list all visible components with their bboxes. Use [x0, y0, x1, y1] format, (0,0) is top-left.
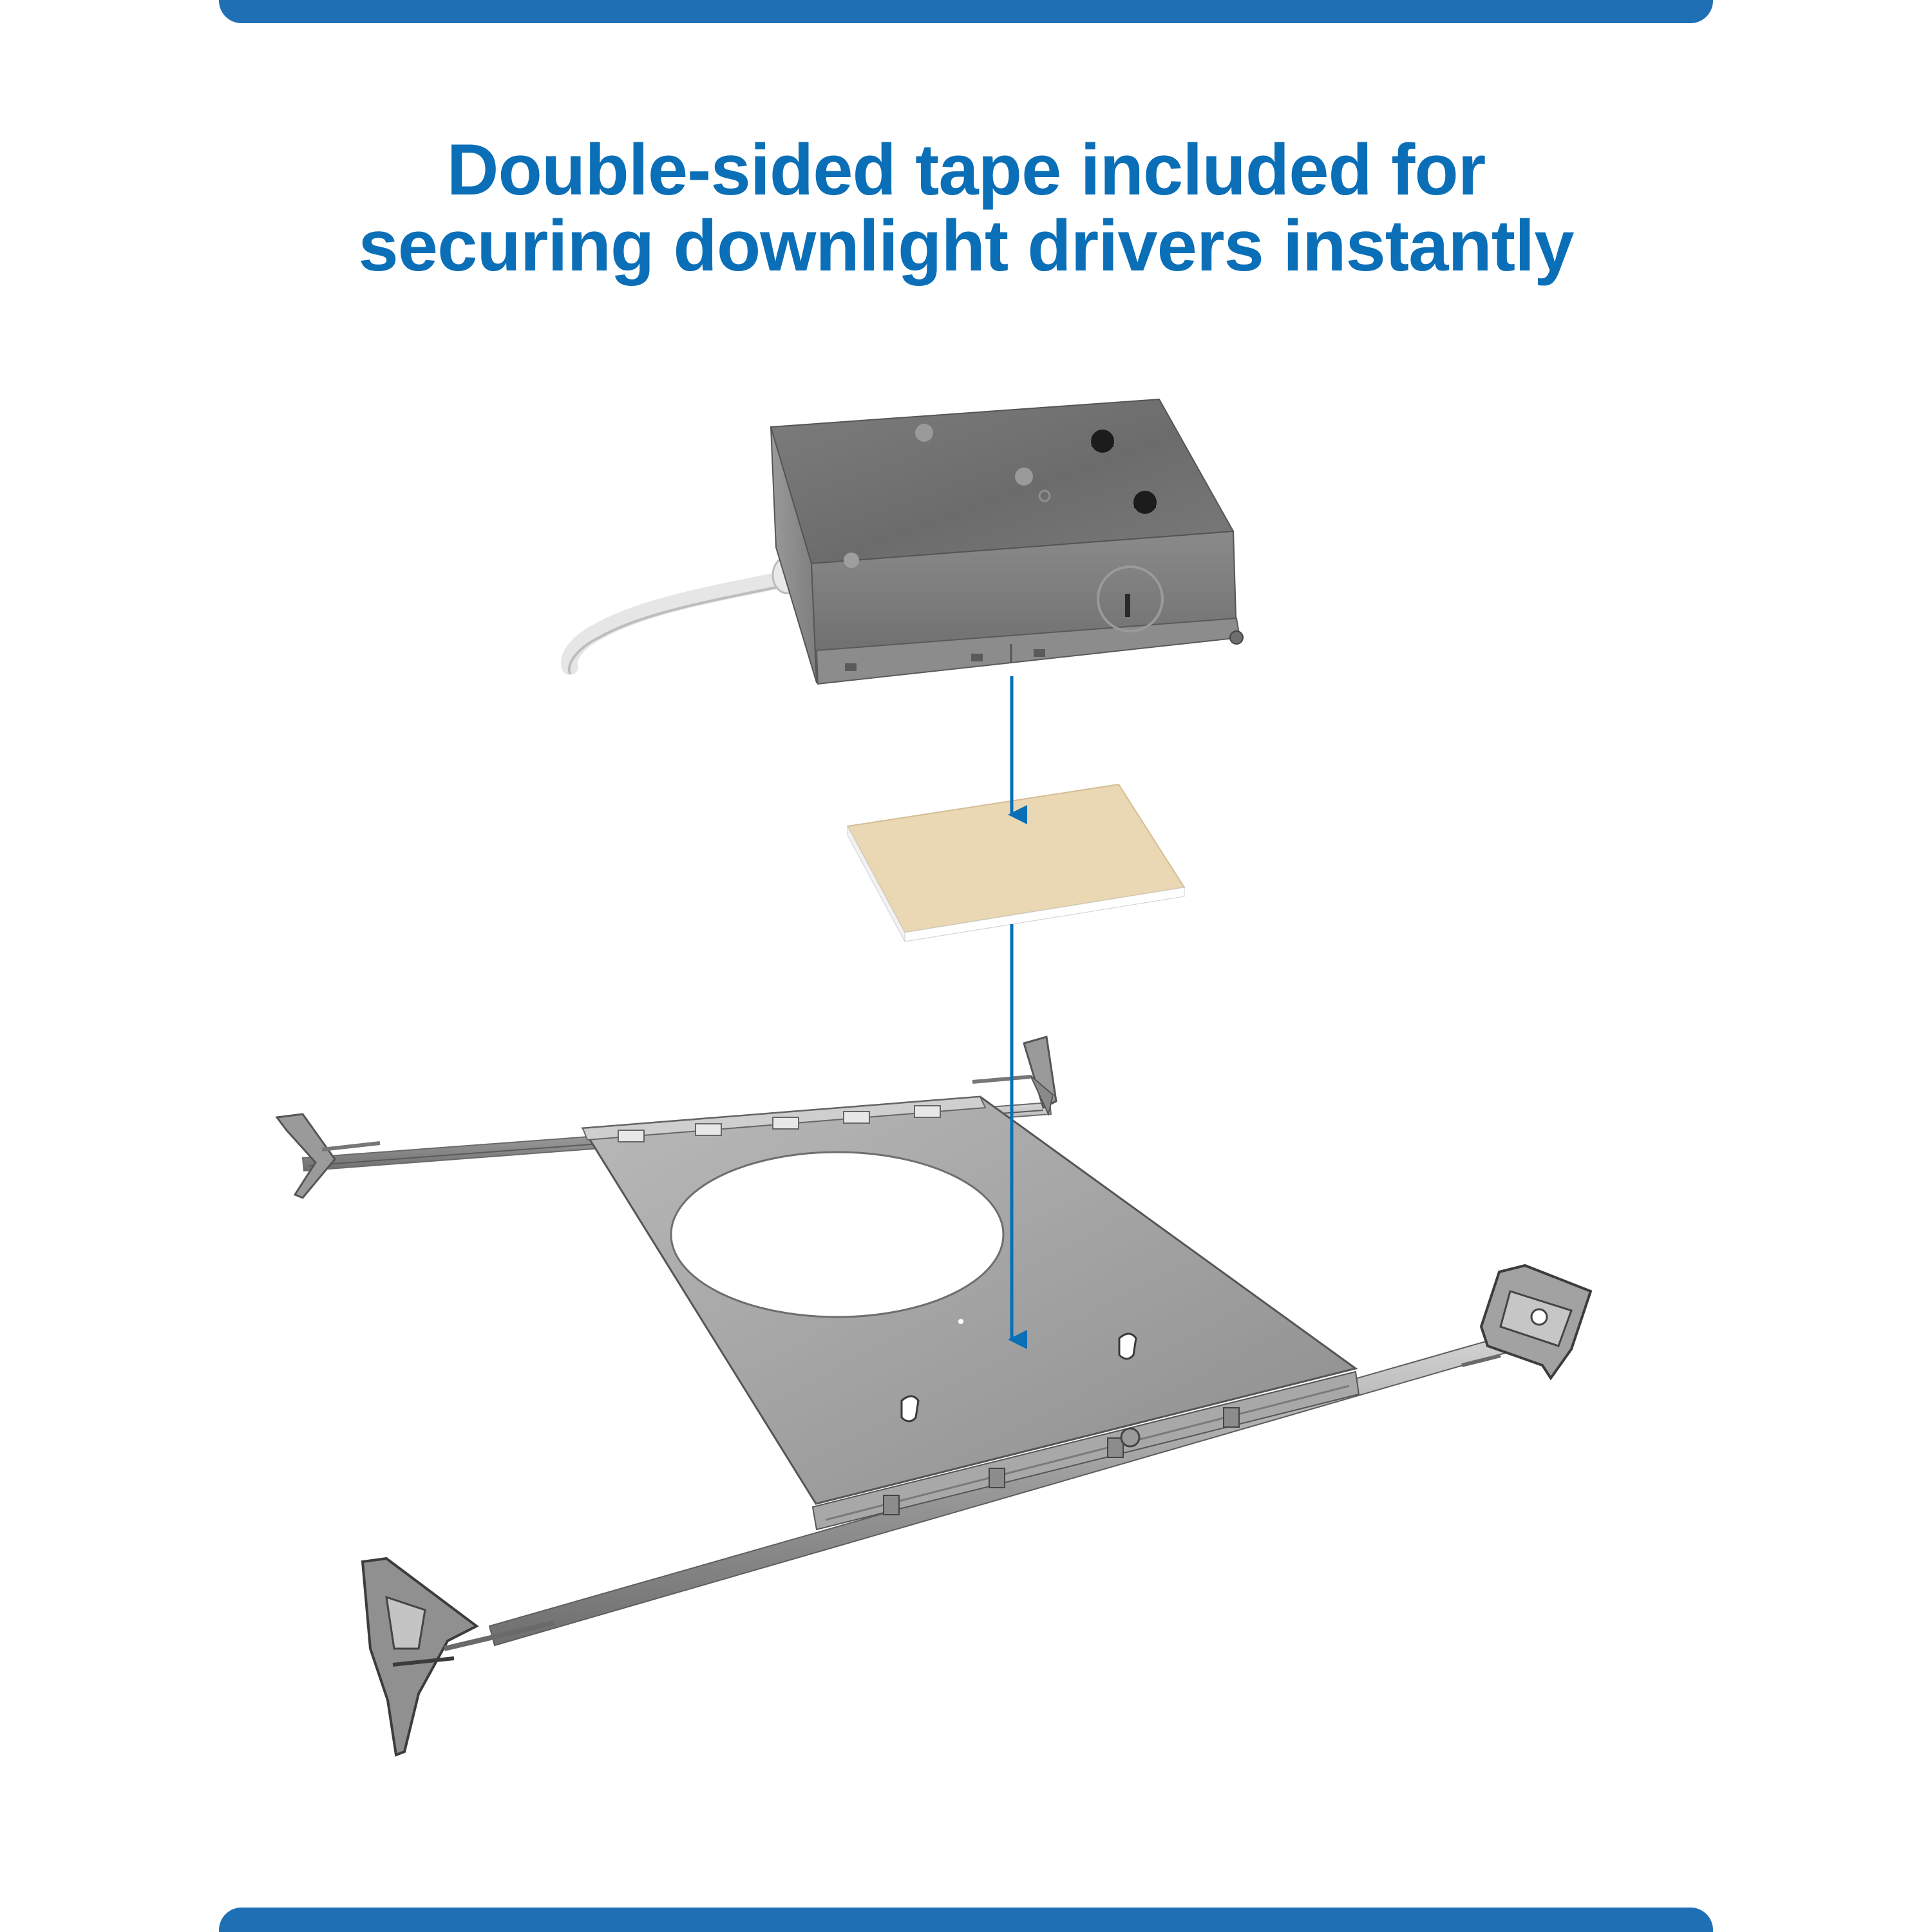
- fixture-cutout: [670, 1151, 1005, 1318]
- headline-line-1: Double-sided tape included for: [446, 129, 1486, 210]
- keyhole-slot-1: [1091, 430, 1114, 453]
- double-sided-tape: [846, 783, 1186, 942]
- knockout-circle: [1097, 565, 1164, 632]
- hanger-bracket-right: [1461, 1264, 1593, 1381]
- mounting-plate: [581, 1095, 1358, 1505]
- mounting-plate-assembly: [275, 1036, 1593, 1757]
- driver-box: [560, 398, 1244, 685]
- feature-headline: Double-sided tape included for securing …: [0, 132, 1932, 284]
- bottom-banner-bar: [219, 1908, 1713, 1932]
- keyhole-slot-2: [1133, 491, 1157, 514]
- hanger-bracket-left: [361, 1557, 554, 1757]
- bar-hanger-front: [361, 1264, 1593, 1757]
- headline-line-2: securing downlight drivers instantly: [358, 205, 1575, 286]
- top-banner-bar: [219, 0, 1713, 23]
- driver-cable: [560, 571, 791, 675]
